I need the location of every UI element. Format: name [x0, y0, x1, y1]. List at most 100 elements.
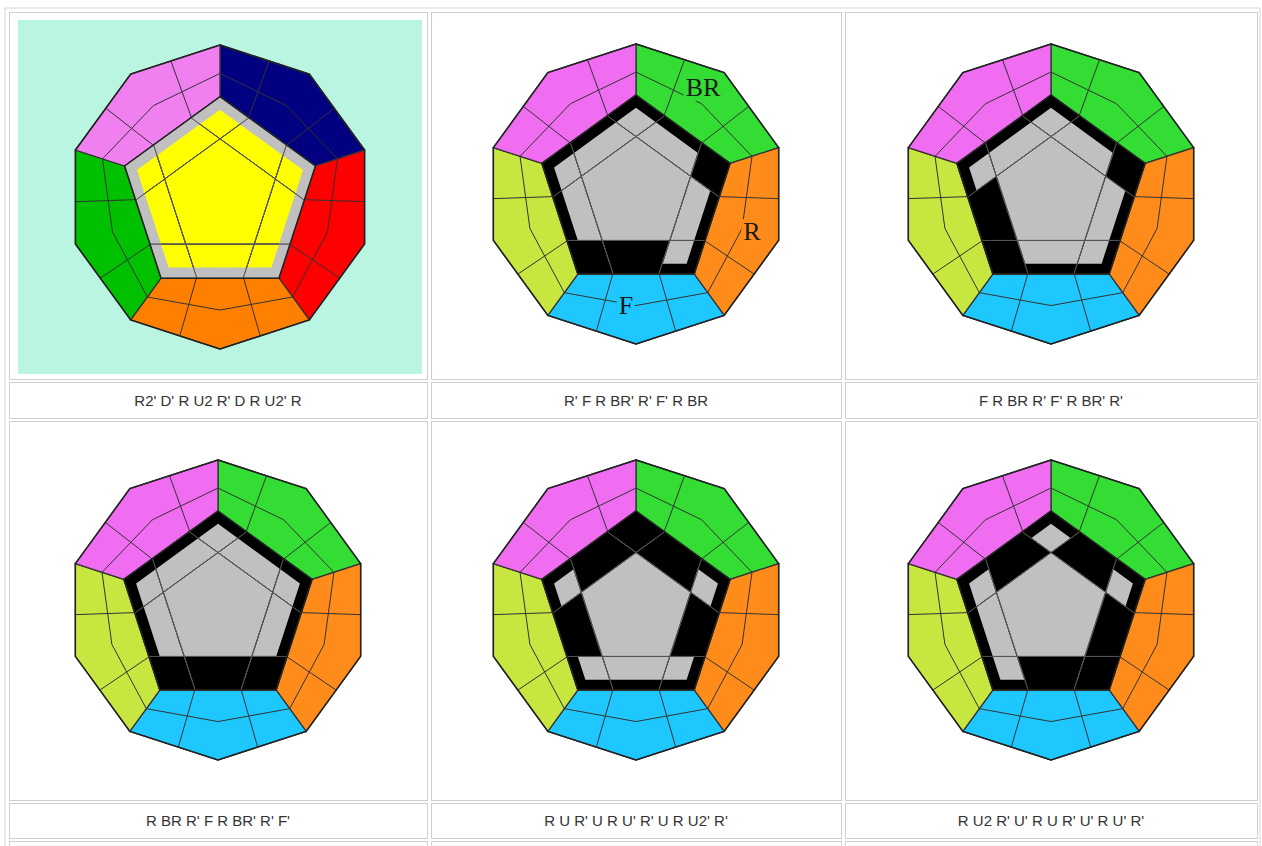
piece-outline — [135, 592, 184, 656]
piece-outline — [150, 244, 197, 278]
caption-cell: R U2 R' U' R U R' U' R U' R' — [845, 803, 1257, 838]
facelet-line — [75, 613, 134, 615]
facelet-line — [1117, 106, 1164, 142]
piece-outline — [691, 143, 731, 197]
piece-outline — [163, 553, 272, 657]
table-cell — [846, 842, 1258, 846]
piece-outline — [191, 97, 249, 139]
center-face-outline — [542, 511, 730, 690]
side-face — [130, 690, 306, 760]
piece-outline — [152, 532, 218, 592]
piece-outline — [570, 532, 636, 592]
piece-outline — [165, 139, 276, 244]
piece-outline — [1051, 532, 1117, 592]
center-piece — [163, 553, 272, 657]
piece-outline — [659, 656, 705, 690]
facelet-line — [180, 278, 197, 336]
piece-outline — [1074, 240, 1120, 274]
algorithm-caption: R2' D' R U2 R' D R U2' R — [134, 392, 301, 409]
facelet-line — [171, 61, 192, 118]
facelet-line — [246, 476, 266, 532]
table-cell — [10, 842, 428, 846]
piece-outline — [1017, 656, 1085, 690]
piece-outline — [124, 559, 164, 613]
algorithm-caption: R U2 R' U' R U R' U' R U' R' — [958, 812, 1144, 829]
table-cell — [846, 13, 1258, 380]
face-border-band — [124, 511, 312, 690]
facelet-line — [564, 293, 707, 306]
piece-outline — [968, 176, 1017, 240]
facelet-line — [1134, 197, 1193, 199]
facelet-line — [979, 293, 1122, 306]
piece-outline — [241, 656, 287, 690]
algorithm-caption: F R BR R' F' R BR' R' — [979, 392, 1123, 409]
facelet-line — [933, 657, 982, 690]
megaminx-figure — [493, 460, 778, 760]
piece-outline — [996, 137, 1105, 241]
piece-outline — [1085, 592, 1134, 656]
facelet-line — [518, 657, 567, 690]
facelet-line — [979, 709, 1122, 722]
center-face-outline — [125, 97, 316, 278]
piece-outline — [1106, 143, 1146, 197]
piece-outline — [968, 592, 1017, 656]
facelet-line — [705, 241, 754, 274]
facelet-line — [290, 245, 340, 279]
piece-outline — [184, 656, 252, 690]
center-face-outline — [542, 95, 730, 274]
piece-outline — [252, 592, 301, 656]
facelet-line — [106, 108, 153, 145]
piece-outline — [982, 240, 1028, 274]
piece-outline — [636, 116, 702, 176]
piece-outline — [607, 95, 664, 137]
facelet-line — [287, 657, 336, 690]
piece-outline — [957, 143, 997, 197]
megaminx-outline — [493, 460, 778, 760]
facelet-line — [1079, 476, 1099, 532]
facelet-line — [659, 690, 675, 747]
picture-background — [18, 20, 422, 374]
facelet-line — [75, 200, 135, 202]
side-face — [963, 274, 1139, 344]
piece-outline — [570, 116, 636, 176]
facelet-line — [304, 200, 364, 202]
center-piece — [165, 139, 276, 244]
center-face-outline — [957, 511, 1145, 690]
face-border-band — [125, 97, 316, 278]
table-cell — [432, 13, 842, 380]
table-cell — [432, 842, 842, 846]
piece-outline — [985, 532, 1051, 592]
center-piece — [581, 137, 690, 241]
face-label: BR — [684, 75, 723, 101]
megaminx-figure — [75, 45, 364, 349]
algorithm-caption: R U R' U R U' R' U R U2' R' — [544, 812, 728, 829]
piece-outline — [1022, 95, 1079, 137]
megaminx-figure — [493, 44, 778, 344]
table-cell — [432, 804, 842, 839]
face-border-band — [957, 95, 1145, 274]
piece-outline — [254, 179, 304, 244]
table-cell — [10, 804, 428, 839]
piece-outline — [553, 176, 602, 240]
megaminx-figure — [908, 460, 1193, 760]
table-cell — [432, 422, 842, 801]
piece-outline — [691, 559, 731, 613]
piece-outline — [659, 240, 705, 274]
caption-cell: F R BR R' F' R BR' R' — [845, 382, 1257, 418]
piece-outline — [1022, 511, 1079, 553]
facelet-line — [287, 108, 334, 145]
facelet-line — [659, 274, 675, 331]
piece-outline — [218, 532, 284, 592]
facelet-line — [518, 241, 567, 274]
piece-outline — [125, 145, 165, 200]
piece-outline — [275, 145, 315, 200]
facelet-line — [938, 522, 985, 558]
piece-outline — [553, 592, 602, 656]
facelet-line — [938, 106, 985, 142]
piece-outline — [542, 143, 582, 197]
table-cell — [10, 422, 428, 801]
face-label: F — [617, 293, 635, 319]
side-face — [963, 690, 1139, 760]
